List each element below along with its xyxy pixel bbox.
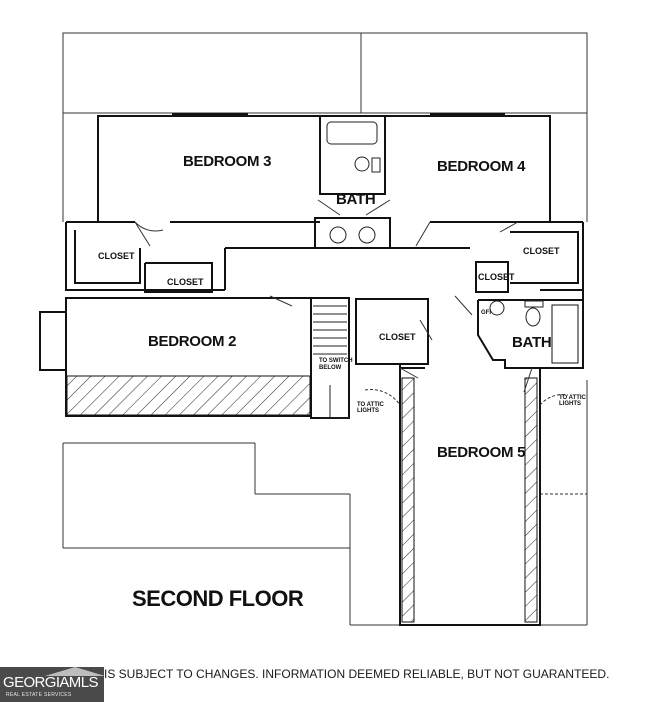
bedroom-5-label: BEDROOM 5	[437, 444, 525, 461]
bedroom5-left-hatched-wall	[401, 377, 415, 623]
to-switch-note: TO SWITCH	[319, 358, 353, 364]
floor-title: SECOND FLOOR	[132, 586, 304, 611]
closet-right-label: CLOSET	[523, 246, 560, 256]
doors	[134, 199, 569, 406]
walls	[39, 115, 584, 626]
attic-left-note-2: LIGHTS	[357, 408, 379, 414]
fixtures	[326, 121, 544, 327]
closet-small-label: CLOSET	[478, 272, 515, 282]
bath-right-label: BATH	[512, 334, 551, 351]
bedroom2-hatched-area	[66, 375, 311, 416]
disclaimer-text: IS SUBJECT TO CHANGES. INFORMATION DEEME…	[104, 667, 610, 681]
logo-tagline: REAL ESTATE SERVICES	[6, 692, 72, 698]
windows	[172, 113, 505, 626]
closet-bedroom5-label: CLOSET	[379, 332, 416, 342]
attic-left-note-1: TO ATTIC	[357, 402, 385, 408]
bedroom-3-label: BEDROOM 3	[183, 153, 271, 170]
below-note: BELOW	[319, 365, 342, 371]
logo-name: GEORGIAMLS	[3, 674, 98, 691]
bedroom-2-label: BEDROOM 2	[148, 333, 236, 350]
logo-roof-icon	[45, 667, 105, 676]
bath-upper-label: BATH	[336, 191, 375, 208]
bedroom-4-label: BEDROOM 4	[437, 158, 526, 175]
roof-outline	[62, 32, 588, 626]
closet-center-label: CLOSET	[167, 277, 204, 287]
attic-right-note-2: LIGHTS	[559, 401, 581, 407]
closet-left-label: CLOSET	[98, 251, 135, 261]
attic-right-note-1: TO ATTIC	[559, 395, 587, 401]
staircase	[313, 305, 350, 419]
georgiamls-logo: GEORGIAMLS REAL ESTATE SERVICES	[0, 667, 105, 702]
bedroom5-right-hatched-wall	[524, 377, 538, 623]
gfi-note: GFI	[481, 310, 491, 316]
